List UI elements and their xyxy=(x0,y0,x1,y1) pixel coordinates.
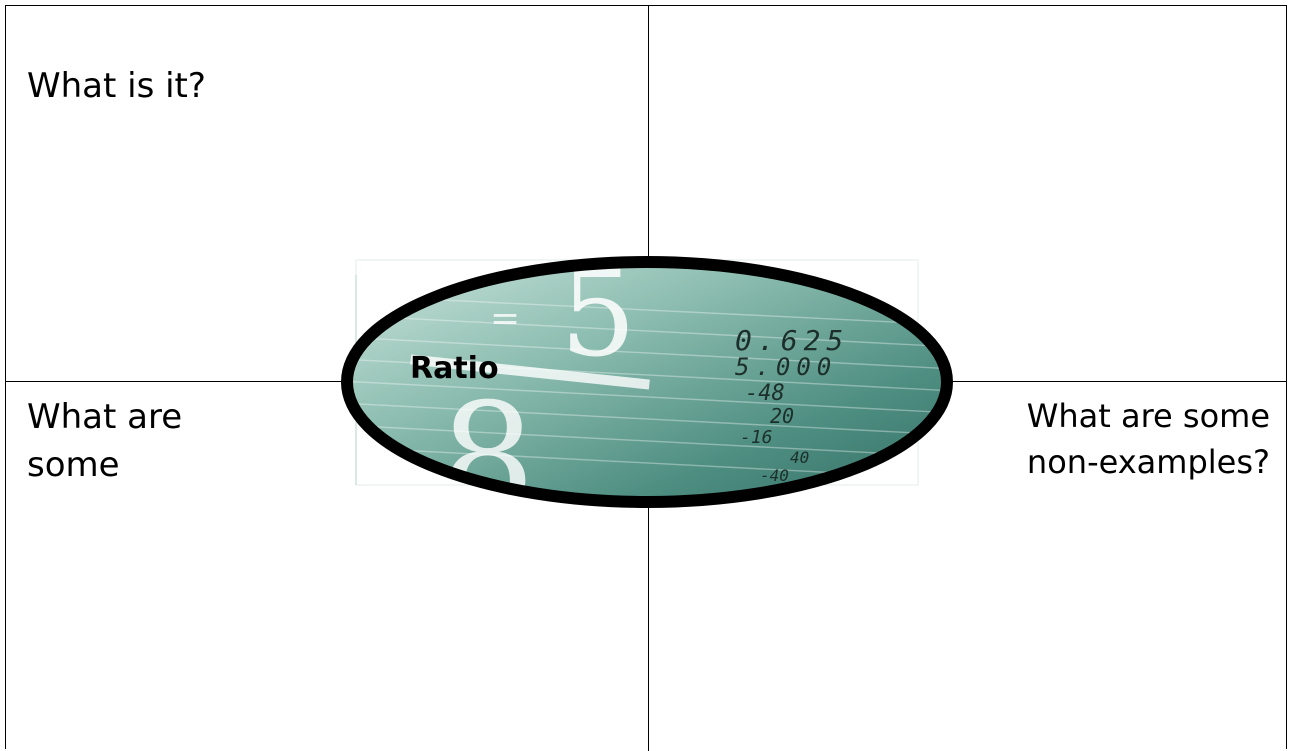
fraction-numerator: 5 xyxy=(560,255,636,384)
division-step: -48 xyxy=(745,381,785,406)
division-step: 40 xyxy=(790,448,809,467)
equals-sign: = xyxy=(490,298,520,339)
division-dividend: 5.000 xyxy=(735,353,837,381)
division-step: -40 xyxy=(760,466,789,485)
division-step: 20 xyxy=(770,404,794,428)
ratio-oval-graphic: 5 8 = 0.625 5.000 -48 20 -16 40 -40 Rati… xyxy=(340,255,955,515)
prompt-non-examples: What are some non-examples? xyxy=(980,393,1270,485)
prompt-examples: What are some xyxy=(27,393,257,489)
concept-label: Ratio xyxy=(410,351,499,386)
center-concept: 5 8 = 0.625 5.000 -48 20 -16 40 -40 Rati… xyxy=(340,255,955,515)
prompt-what-is-it: What is it? xyxy=(27,62,206,110)
division-step: -16 xyxy=(740,427,773,448)
